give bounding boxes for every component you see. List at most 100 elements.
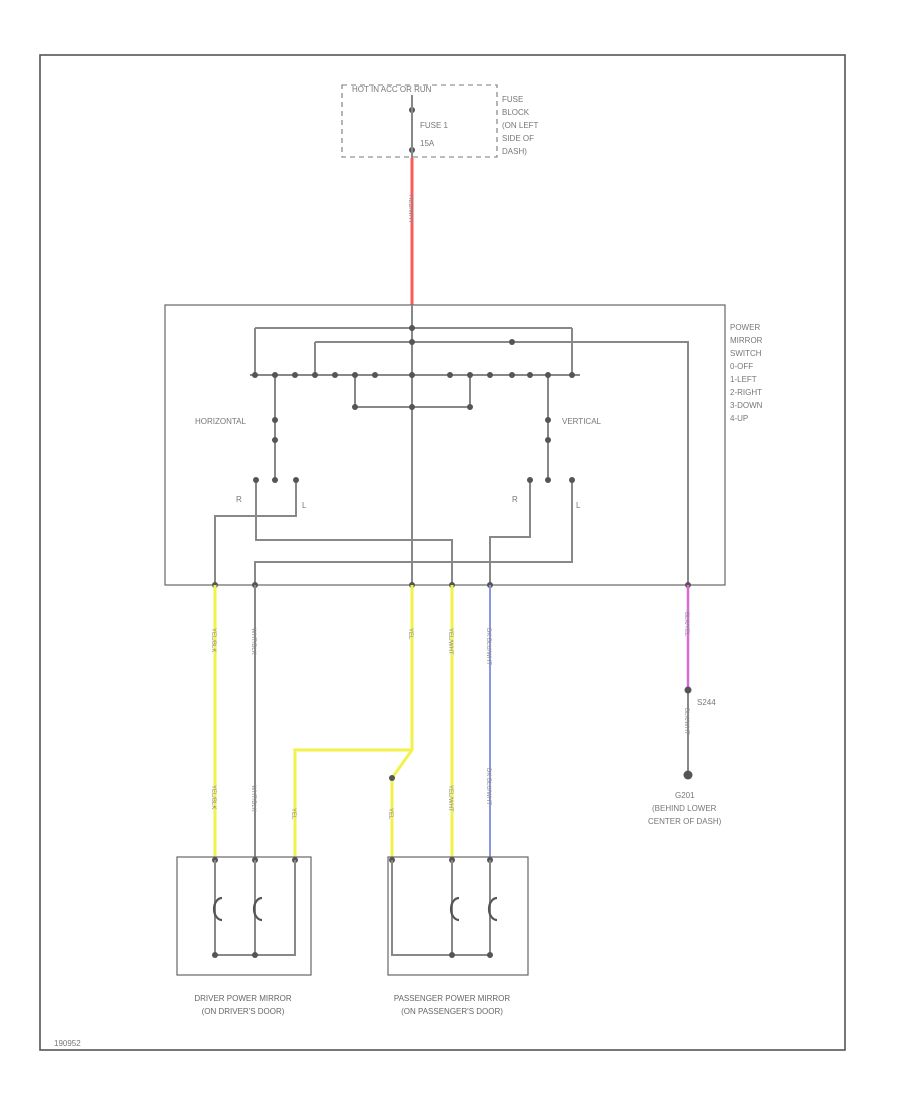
contact <box>252 372 258 378</box>
fuse-location-5: DASH) <box>502 147 527 156</box>
driver-mirror: DRIVER POWER MIRROR (ON DRIVER'S DOOR) <box>176 856 312 1016</box>
splice-label: S244 <box>697 698 716 707</box>
passenger-mirror-internal <box>391 860 491 956</box>
fuse-block-header: HOT IN ACC OR RUN <box>352 85 432 94</box>
contact <box>272 437 278 443</box>
switch-title-5: 1-LEFT <box>730 375 757 384</box>
wire-label-5b: DK BLU/WHT <box>485 768 491 805</box>
left-l-label: L <box>302 501 307 510</box>
ground-icon <box>683 770 693 780</box>
driver-mirror-caption-1: DRIVER POWER MIRROR <box>194 994 292 1003</box>
fuse-location-2: BLOCK <box>502 108 530 117</box>
contact <box>272 372 278 378</box>
junction <box>509 339 515 345</box>
wire-label-5a: DK BLU/WHT <box>485 628 491 665</box>
contact <box>372 372 378 378</box>
contact <box>545 372 551 378</box>
junction <box>252 952 258 958</box>
switch-title-8: 4-UP <box>730 414 748 423</box>
driver-mirror-caption-2: (ON DRIVER'S DOOR) <box>202 1007 285 1016</box>
junction <box>467 404 473 410</box>
fuse-rating: 15A <box>420 139 435 148</box>
ground-point: S244 G201 (BEHIND LOWER CENTER OF DASH) <box>648 686 722 826</box>
fuse-block-outline <box>341 84 498 158</box>
contact <box>352 372 358 378</box>
passenger-mirror-caption-2: (ON PASSENGER'S DOOR) <box>401 1007 503 1016</box>
switch-ground-bus <box>314 341 689 585</box>
fuse-block: HOT IN ACC OR RUN FUSE 1 15A FUSE BLOCK … <box>341 84 539 158</box>
driver-mirror-outline <box>176 856 312 976</box>
wire-label-1a: YEL/BLK <box>210 628 216 652</box>
contact <box>527 372 533 378</box>
junction <box>487 952 493 958</box>
left-r-label: R <box>236 495 242 504</box>
switch-title-3: SWITCH <box>730 349 762 358</box>
wire-label-ground-2: BLK/WHT <box>683 708 689 735</box>
wire-label-2a: WHT/BLK <box>250 628 256 655</box>
wire-label-3b: YEL <box>290 808 296 820</box>
motor-icon <box>487 896 498 922</box>
junction <box>352 404 358 410</box>
ground-location-1: (BEHIND LOWER <box>652 804 717 813</box>
contact <box>487 372 493 378</box>
contact <box>545 417 551 423</box>
contact <box>409 372 415 378</box>
contact <box>467 372 473 378</box>
right-r-label: R <box>512 495 518 504</box>
contact <box>253 477 259 483</box>
switch-pole-links <box>274 375 549 480</box>
fuse-location-1: FUSE <box>502 95 523 104</box>
motor-icon <box>252 896 263 922</box>
motor-icon <box>212 896 223 922</box>
ground-location-2: CENTER OF DASH) <box>648 817 722 826</box>
contact <box>569 477 575 483</box>
splice-s244 <box>684 686 692 694</box>
switch-title-2: MIRROR <box>730 336 763 345</box>
switch-right-r-route <box>489 480 531 585</box>
wire-label-3a: YEL <box>407 628 413 640</box>
motor-icon <box>449 896 460 922</box>
contact <box>292 372 298 378</box>
contact <box>447 372 453 378</box>
switch-title-4: 0-OFF <box>730 362 753 371</box>
switch-top-bus <box>254 327 573 375</box>
contact <box>272 417 278 423</box>
wire-label-4a: YEL/WHT <box>447 628 453 655</box>
contact <box>272 477 278 483</box>
contact <box>509 372 515 378</box>
switch-outline <box>164 304 726 586</box>
contact <box>527 477 533 483</box>
wire-label-2b: WHT/BLK <box>250 785 256 812</box>
wire-label-4b: YEL/WHT <box>447 785 453 812</box>
contact <box>545 477 551 483</box>
vertical-label: VERTICAL <box>562 417 602 426</box>
horizontal-label: HORIZONTAL <box>195 417 247 426</box>
passenger-mirror-caption-1: PASSENGER POWER MIRROR <box>394 994 511 1003</box>
diagram-frame <box>39 54 846 1051</box>
contact <box>293 477 299 483</box>
diagram-id: 190952 <box>54 1039 81 1048</box>
wire-label-1b: YEL/BLK <box>210 785 216 809</box>
wire-label-ground-1: BLK/YEL <box>683 612 689 637</box>
power-mirror-switch: POWER MIRROR SWITCH 0-OFF 1-LEFT 2-RIGHT… <box>164 304 763 586</box>
contact <box>569 372 575 378</box>
wire-label-3c: YEL <box>387 808 393 820</box>
splice <box>389 775 395 781</box>
feed-wire-label: RED/WHT <box>407 195 413 223</box>
right-l-label: L <box>576 501 581 510</box>
fuse-location-4: SIDE OF <box>502 134 534 143</box>
switch-right-l-route <box>254 480 573 585</box>
junction <box>449 952 455 958</box>
junction <box>409 339 415 345</box>
passenger-mirror-outline <box>387 856 529 976</box>
fuse-location-3: (ON LEFT <box>502 121 539 130</box>
passenger-mirror: PASSENGER POWER MIRROR (ON PASSENGER'S D… <box>387 856 529 1016</box>
junction <box>212 952 218 958</box>
junction <box>409 325 415 331</box>
switch-title-6: 2-RIGHT <box>730 388 762 397</box>
contact <box>312 372 318 378</box>
switch-left-l-route <box>214 480 297 585</box>
wire-yel <box>293 585 414 860</box>
contact <box>332 372 338 378</box>
